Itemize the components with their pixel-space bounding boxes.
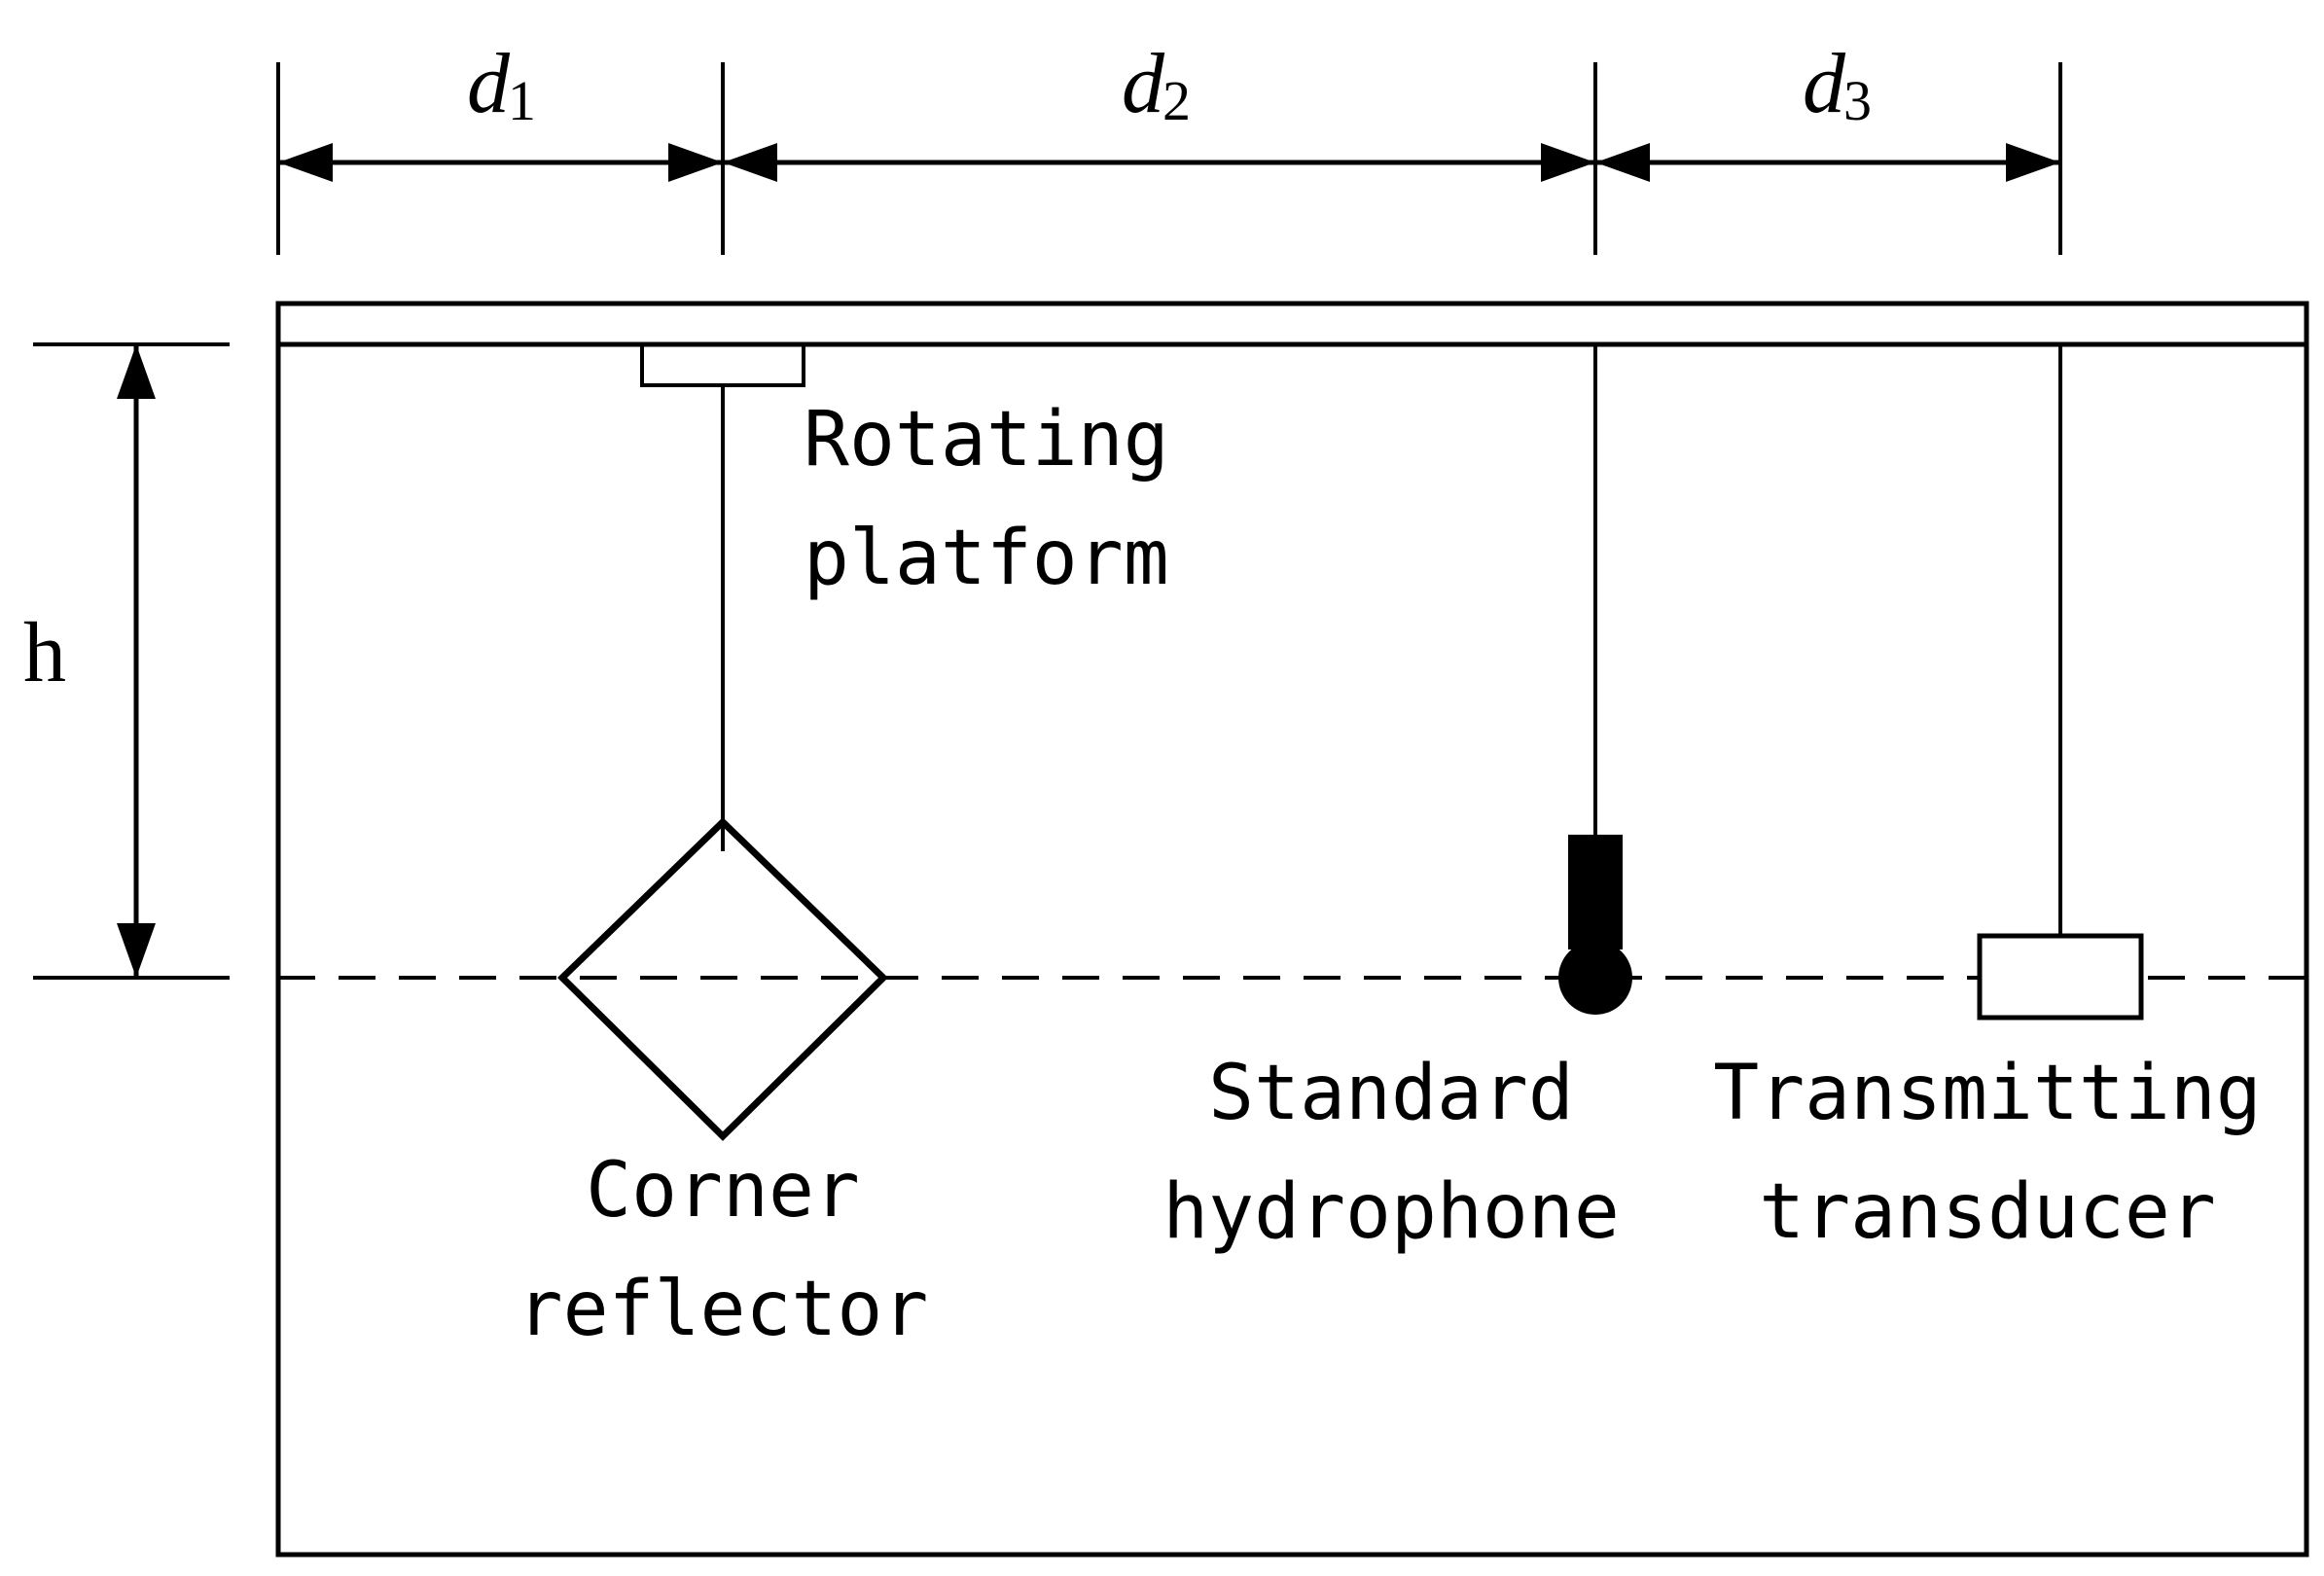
water-tank bbox=[275, 301, 2309, 1558]
label-transmitting-transducer: Transmitting transducer bbox=[1713, 1050, 2262, 1256]
svg-text:Transmitting: Transmitting bbox=[1713, 1050, 2262, 1137]
svg-text:Corner: Corner bbox=[586, 1147, 860, 1235]
dimension-d2: d2 bbox=[723, 37, 1595, 182]
corner-reflector bbox=[556, 817, 889, 1141]
rotating-platform bbox=[640, 342, 805, 387]
label-corner-reflector: Corner reflector bbox=[518, 1147, 929, 1353]
svg-text:hydrophone: hydrophone bbox=[1162, 1168, 1620, 1256]
svg-text:platform: platform bbox=[804, 515, 1169, 602]
svg-text:Rotating: Rotating bbox=[804, 396, 1169, 484]
label-standard-hydrophone: Standard hydrophone bbox=[1162, 1050, 1620, 1256]
transmitting-transducer bbox=[1977, 344, 2144, 1021]
svg-text:Standard: Standard bbox=[1208, 1050, 1574, 1137]
dimension-d1-label: d1 bbox=[467, 37, 536, 132]
standard-hydrophone bbox=[1558, 344, 1632, 1015]
svg-text:transducer: transducer bbox=[1759, 1168, 2216, 1256]
svg-text:reflector: reflector bbox=[518, 1266, 929, 1353]
dimension-d3-label: d3 bbox=[1803, 37, 1872, 132]
dimension-d2-label: d2 bbox=[1122, 37, 1191, 132]
dimension-d3: d3 bbox=[1595, 37, 2060, 182]
dimension-h: h bbox=[23, 342, 230, 980]
dimension-d1: d1 bbox=[278, 37, 723, 182]
dimension-h-label: h bbox=[23, 606, 66, 700]
label-rotating-platform: Rotating platform bbox=[804, 396, 1169, 602]
